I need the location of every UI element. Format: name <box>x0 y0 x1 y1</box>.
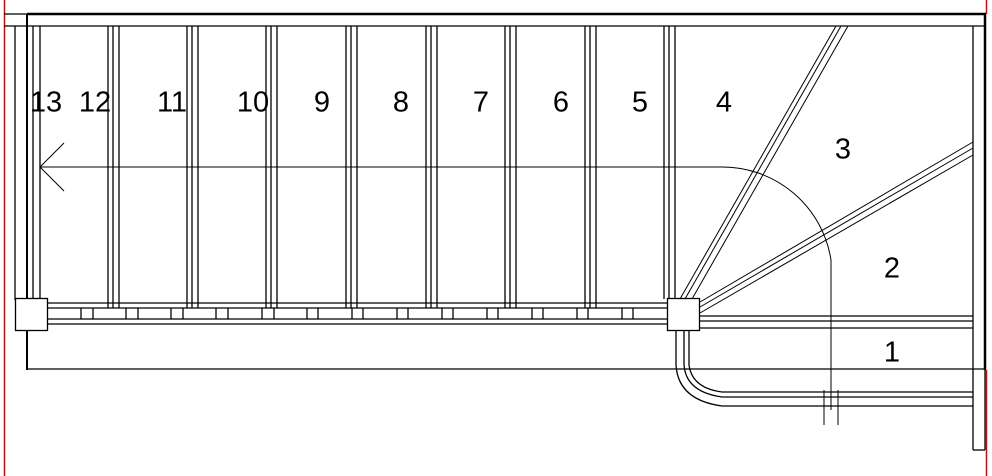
step-number-label: 3 <box>834 133 852 166</box>
step-number-label: 6 <box>552 86 570 119</box>
step-number-label: 7 <box>472 86 490 119</box>
step-number-label: 2 <box>883 252 901 285</box>
step-number-label: 1 <box>883 336 901 369</box>
step-number-label: 5 <box>631 86 649 119</box>
step-number-label: 11 <box>156 86 188 119</box>
step-number-label: 8 <box>392 86 410 119</box>
step-number-label: 13 <box>29 86 63 119</box>
step-number-label: 9 <box>313 86 331 119</box>
step-number-label: 4 <box>715 86 733 119</box>
step-number-label: 10 <box>236 86 270 119</box>
step-number-label: 12 <box>78 86 112 119</box>
